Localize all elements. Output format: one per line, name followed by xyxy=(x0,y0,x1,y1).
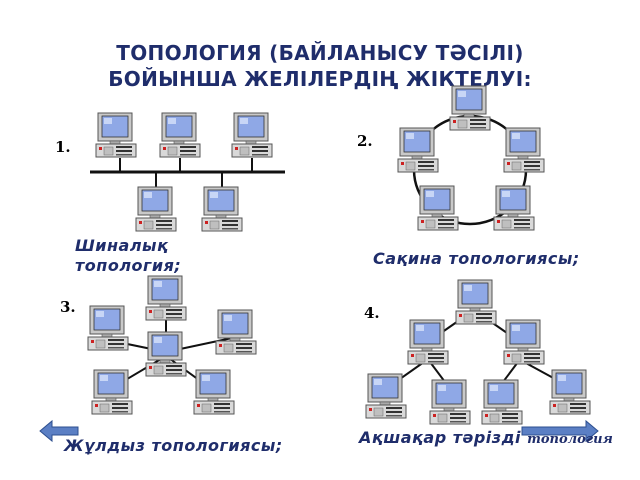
ring-caption: Сақина топологиясы; xyxy=(373,249,580,268)
topology-number-2: 2. xyxy=(357,132,373,150)
topology-number-3: 3. xyxy=(60,298,76,316)
topology-number-1: 1. xyxy=(55,138,71,156)
computer-icon xyxy=(91,369,133,415)
computer-icon xyxy=(193,369,235,415)
ring-topology xyxy=(397,85,545,231)
computer-icon xyxy=(503,319,545,365)
snowflake-topology xyxy=(365,279,591,425)
computer-icon xyxy=(201,186,243,232)
computer-icon xyxy=(159,112,201,158)
prev-arrow-icon[interactable] xyxy=(39,419,79,443)
topology-number-4: 4. xyxy=(364,304,380,322)
bus-caption: Шиналық топология; xyxy=(75,236,182,275)
next-arrow-icon[interactable] xyxy=(521,419,599,443)
computer-icon xyxy=(449,85,491,131)
computer-icon xyxy=(87,305,129,351)
computer-icon xyxy=(231,112,273,158)
computer-icon xyxy=(145,275,187,321)
computer-icon xyxy=(481,379,523,425)
star-topology xyxy=(87,275,257,415)
star-caption: Жұлдыз топологиясы; xyxy=(64,436,283,455)
computer-icon xyxy=(135,186,177,232)
computer-icon xyxy=(365,373,407,419)
computer-icon xyxy=(503,127,545,173)
computer-icon xyxy=(417,185,459,231)
computer-icon xyxy=(95,112,137,158)
slide-title-line-1: ТОПОЛОГИЯ (БАЙЛАНЫСУ ТӘСІЛІ) xyxy=(116,41,524,65)
computer-icon xyxy=(397,127,439,173)
hub-computer-icon xyxy=(145,331,187,377)
bus-topology xyxy=(90,112,285,232)
snowflake-caption: Ақшақар тәрізді топология xyxy=(359,428,613,447)
computer-icon xyxy=(455,279,497,325)
computer-icon xyxy=(549,369,591,415)
computer-icon xyxy=(429,379,471,425)
computer-icon xyxy=(493,185,535,231)
computer-icon xyxy=(407,319,449,365)
computer-icon xyxy=(215,309,257,355)
